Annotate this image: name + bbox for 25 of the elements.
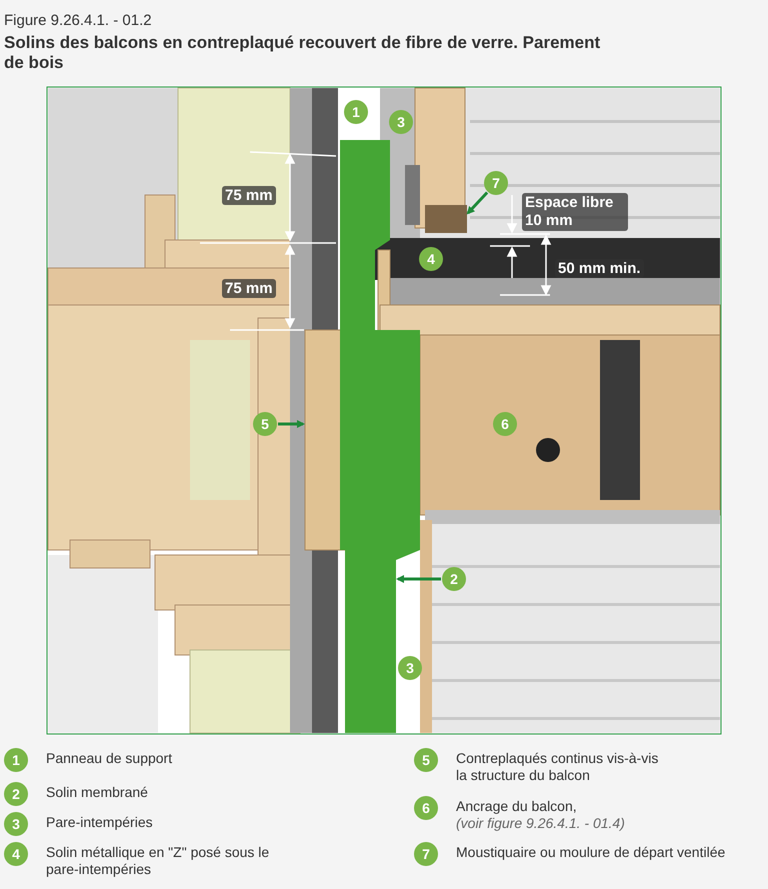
legend-number: 7 — [414, 842, 438, 866]
figure-title: Solins des balcons en contreplaqué recouvert de fibre de verre. Parement de bois — [4, 33, 602, 73]
legend-number: 1 — [4, 748, 28, 772]
legend-number: 3 — [4, 812, 28, 836]
legend-number: 2 — [4, 782, 28, 806]
dimension-label: 75 mm — [222, 186, 276, 205]
membrane-flashing — [340, 140, 420, 733]
dimension-label: 75 mm — [222, 279, 276, 298]
legend-text: Panneau de support — [46, 750, 174, 767]
legend-text: Ancrage du balcon, — [456, 798, 578, 815]
leader-arrow — [466, 191, 488, 214]
dimension-label: Espace libre 10 mm — [522, 193, 628, 231]
legend-note: (voir figure 9.26.4.1. - 01.4) — [456, 815, 626, 832]
leader-arrow — [278, 420, 305, 428]
legend-text: Solin membrané — [46, 784, 149, 801]
legend-text: Contreplaqués continus vis-à-vis la structure du balcon — [456, 750, 660, 784]
legend-text: Moustiquaire ou moulure de départ ventilée — [456, 844, 726, 861]
legend-number: 4 — [4, 842, 28, 866]
legend-number: 6 — [414, 796, 438, 820]
legend-text: Pare-intempéries — [46, 814, 154, 831]
mesh-strip — [425, 205, 467, 233]
leader-arrow — [396, 575, 441, 583]
legend-number: 5 — [414, 748, 438, 772]
legend-text: Solin métallique en "Z" posé sous le pare-intempéries — [46, 844, 270, 878]
figure-number: Figure 9.26.4.1. - 01.2 — [4, 12, 152, 29]
